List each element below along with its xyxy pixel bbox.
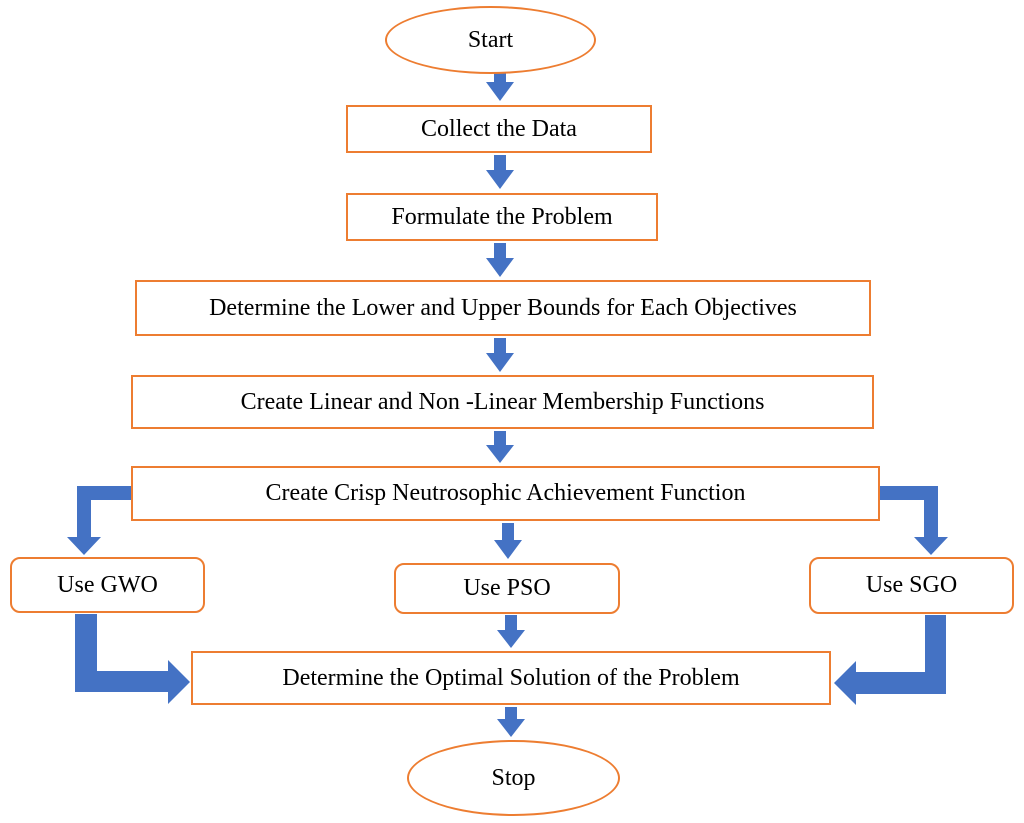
achievement-function-label: Create Crisp Neutrosophic Achievement Fu… bbox=[265, 480, 746, 506]
membership-functions-label: Create Linear and Non -Linear Membership… bbox=[240, 388, 765, 415]
determine-bounds-step: Determine the Lower and Upper Bounds for… bbox=[135, 280, 871, 336]
use-pso-step: Use PSO bbox=[394, 563, 620, 614]
arrow-bounds-to-membership bbox=[486, 338, 514, 372]
arrow-gwo-to-optimal bbox=[75, 614, 190, 704]
stop-node: Stop bbox=[407, 740, 620, 816]
arrow-formulate-to-bounds bbox=[486, 243, 514, 277]
determine-bounds-label: Determine the Lower and Upper Bounds for… bbox=[209, 294, 797, 321]
arrow-achievement-to-gwo bbox=[67, 486, 131, 555]
use-pso-label: Use PSO bbox=[463, 575, 551, 601]
collect-data-step: Collect the Data bbox=[346, 105, 652, 153]
formulate-problem-label: Formulate the Problem bbox=[391, 203, 613, 230]
start-label: Start bbox=[467, 26, 514, 53]
arrow-membership-to-achievement bbox=[486, 431, 514, 463]
arrow-pso-to-optimal bbox=[497, 615, 525, 648]
arrow-achievement-to-sgo bbox=[880, 486, 948, 555]
optimal-solution-step: Determine the Optimal Solution of the Pr… bbox=[191, 651, 831, 705]
arrow-optimal-to-stop bbox=[497, 707, 525, 737]
use-sgo-step: Use SGO bbox=[809, 557, 1014, 614]
achievement-function-step: Create Crisp Neutrosophic Achievement Fu… bbox=[131, 466, 880, 521]
use-sgo-label: Use SGO bbox=[865, 572, 958, 598]
start-node: Start bbox=[385, 6, 596, 74]
arrow-collect-to-formulate bbox=[486, 155, 514, 189]
collect-data-label: Collect the Data bbox=[421, 115, 577, 142]
use-gwo-label: Use GWO bbox=[57, 571, 158, 598]
use-gwo-step: Use GWO bbox=[10, 557, 205, 613]
arrow-start-to-collect bbox=[486, 68, 514, 101]
stop-label: Stop bbox=[491, 764, 536, 791]
arrow-sgo-to-optimal bbox=[834, 615, 946, 705]
arrow-achievement-to-pso bbox=[494, 523, 522, 559]
optimal-solution-label: Determine the Optimal Solution of the Pr… bbox=[282, 664, 740, 691]
formulate-problem-step: Formulate the Problem bbox=[346, 193, 658, 241]
membership-functions-step: Create Linear and Non -Linear Membership… bbox=[131, 375, 874, 429]
